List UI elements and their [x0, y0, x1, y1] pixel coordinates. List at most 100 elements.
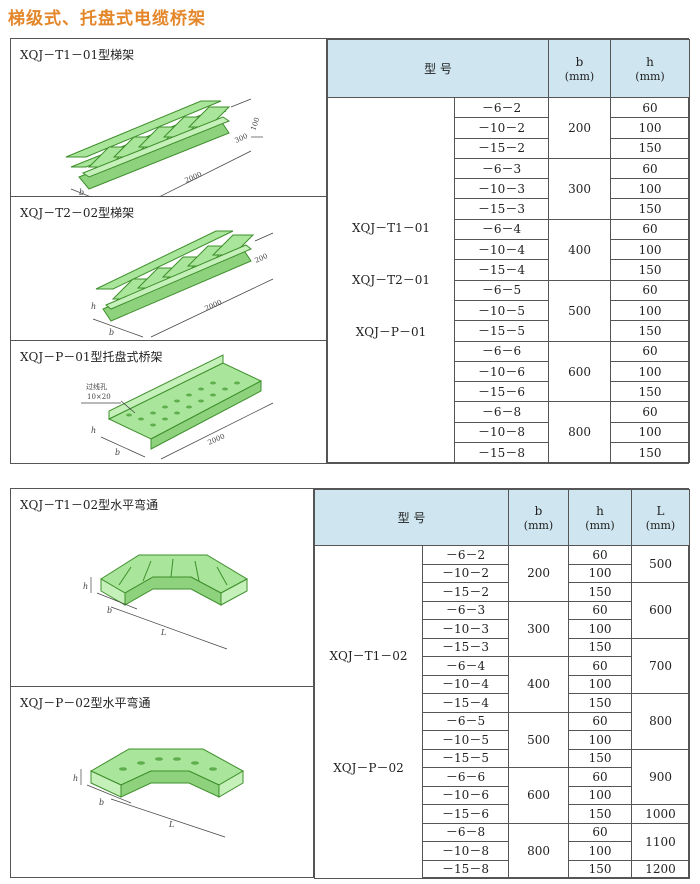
h-cell: 150 — [610, 259, 691, 281]
code-cell: －15－3 — [453, 198, 550, 220]
L-cell: 700 — [631, 637, 691, 694]
h-cell: 100 — [610, 299, 691, 322]
tray-p-height: h — [91, 426, 96, 435]
ladder-t1-rung: 300 — [234, 132, 249, 145]
code-cell: －6－6 — [421, 767, 510, 787]
code-cell: －6－6 — [453, 340, 550, 362]
table-row: －10－2 100 — [315, 563, 690, 583]
tray-p-diagram: 过线孔 10×20 2000 h b — [81, 354, 274, 460]
tray-p-hole-size: 10×20 — [87, 393, 111, 401]
code-cell: －15－3 — [421, 637, 510, 657]
code-cell: －15－6 — [421, 804, 510, 824]
h-cell: 150 — [610, 442, 691, 464]
h-cell: 100 — [610, 178, 691, 200]
ladder-t1-label: XQJ－T1－01型梯架 — [20, 48, 135, 62]
b-cell: 400 — [548, 218, 612, 281]
b-header-unit: (mm) — [564, 69, 595, 83]
h-cell: 150 — [568, 859, 633, 879]
model-name: XQJ－T1－01 — [351, 221, 431, 236]
tray-p-width: b — [115, 448, 120, 457]
code-cell: －15－5 — [421, 748, 510, 768]
elbow-p-width: b — [99, 798, 104, 807]
ladder-t2-width: b — [109, 328, 114, 337]
code-cell: －10－2 — [421, 563, 510, 583]
b-cell: 300 — [548, 157, 612, 220]
L-cell: 1000 — [631, 804, 691, 824]
b-cell: 500 — [508, 711, 570, 768]
ladder-t2-label: XQJ－T2－02型梯架 — [20, 206, 135, 220]
h-cell: 100 — [610, 239, 691, 261]
table-row: －10－8 100 — [328, 421, 691, 444]
code-cell: －15－6 — [453, 381, 550, 403]
code-cell: －15－2 — [421, 582, 510, 602]
h-cell: 150 — [568, 693, 633, 713]
code-cell: －15－4 — [421, 693, 510, 713]
h-cell: 100 — [568, 619, 633, 639]
b-header: b(mm) — [548, 39, 612, 98]
table-row: －10－5 100 — [328, 299, 691, 322]
code-cell: －10－8 — [453, 421, 550, 444]
b-header-2: b(mm) — [508, 489, 570, 546]
h-header-2-label: h — [596, 503, 604, 518]
h-cell: 150 — [610, 381, 691, 403]
b-cell: 600 — [508, 767, 570, 824]
h-cell: 60 — [610, 218, 691, 241]
L-cell: 600 — [631, 582, 691, 639]
b-cell: 200 — [548, 97, 612, 159]
diagram-column-2: XQJ－T1－02型水平弯通 h b L — [11, 489, 314, 877]
elbow-p-label: XQJ－P－02型水平弯通 — [20, 696, 151, 710]
b-header-2-unit: (mm) — [523, 518, 554, 532]
h-cell: 60 — [568, 656, 633, 676]
h-cell: 150 — [568, 748, 633, 768]
ladder-t1-width: b — [79, 188, 84, 197]
code-cell: －10－2 — [453, 117, 550, 139]
tray-p-label: XQJ－P－01型托盘式桥架 — [20, 350, 163, 364]
code-cell: －15－8 — [453, 442, 550, 464]
model-name: XQJ－T1－02 — [329, 649, 408, 663]
b-cell: 800 — [548, 401, 612, 464]
L-header-2-unit: (mm) — [645, 518, 676, 532]
b-cell: 400 — [508, 656, 570, 713]
code-cell: －10－6 — [453, 360, 550, 383]
code-cell: －10－5 — [453, 299, 550, 322]
h-cell: 60 — [610, 279, 691, 301]
h-cell: 60 — [568, 822, 633, 842]
h-cell: 100 — [610, 421, 691, 444]
code-cell: －15－5 — [453, 320, 550, 342]
table-row: －15－8 150 — [328, 442, 691, 464]
h-cell: 60 — [610, 157, 691, 180]
elbow-t1-width: b — [107, 606, 112, 615]
h-cell: 150 — [610, 198, 691, 220]
h-header-unit: (mm) — [635, 69, 665, 83]
L-cell: 1200 — [631, 859, 691, 879]
page-title: 梯级式、托盘式电缆桥架 — [8, 9, 206, 29]
ladder-t2-diagram: 2000 200 h b — [91, 230, 274, 338]
b-header-label: b — [575, 54, 584, 69]
model-name: XQJ－P－01 — [355, 325, 427, 340]
h-cell: 60 — [568, 545, 633, 565]
elbow-t1-panel: XQJ－T1－02型水平弯通 h b L — [11, 489, 313, 687]
code-cell: －10－3 — [421, 619, 510, 639]
elbow-t1-height: h — [83, 582, 88, 591]
h-cell: 150 — [610, 137, 691, 159]
h-cell: 100 — [568, 563, 633, 583]
code-cell: －10－5 — [421, 730, 510, 750]
ladder-t1-diagram: 2000 300 100 b — [65, 98, 263, 197]
code-cell: －15－4 — [453, 259, 550, 281]
model-header: 型 号 — [326, 39, 550, 98]
code-cell: －10－3 — [453, 178, 550, 200]
